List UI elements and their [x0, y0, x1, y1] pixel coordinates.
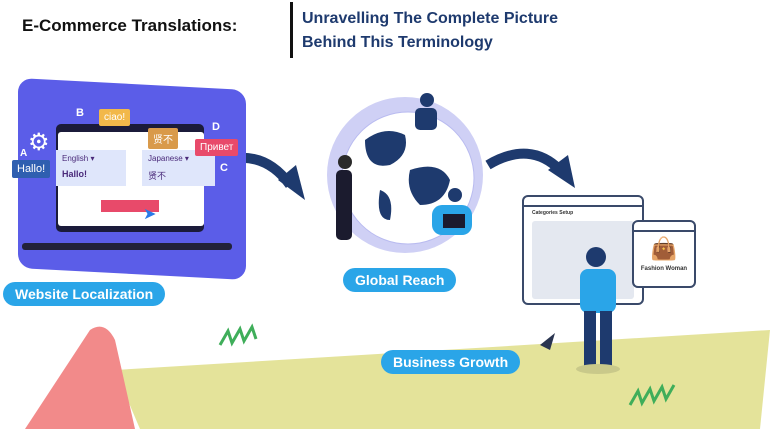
ciao-tag: ciao! — [99, 109, 131, 126]
english-value: Hallo! — [62, 169, 88, 179]
arrow-2-head — [548, 155, 575, 188]
laptop-base — [22, 243, 232, 250]
letter-a: A — [20, 148, 28, 159]
letter-d: D — [212, 121, 220, 133]
global-reach-label: Global Reach — [343, 268, 457, 292]
person-top — [420, 93, 434, 107]
paper-plane-icon — [540, 333, 555, 350]
privet-tag: Привет — [195, 139, 239, 156]
window-titlebar — [524, 197, 642, 207]
yellow-band — [115, 330, 770, 429]
product-window: 👜 Fashion Woman — [632, 220, 696, 288]
english-label: English ▾ — [62, 154, 95, 163]
window-titlebar — [634, 222, 694, 232]
categories-window: Categories Setup — [522, 195, 644, 305]
english-panel[interactable]: English ▾ Hallo! — [56, 150, 126, 186]
arrow-2 — [485, 148, 564, 174]
business-growth-label: Business Growth — [381, 350, 521, 374]
person-right — [448, 188, 462, 202]
person-top-body — [415, 108, 437, 130]
person-left-body — [336, 170, 352, 240]
product-label: Fashion Woman — [640, 266, 688, 272]
japanese-value: 贤不 — [148, 171, 167, 181]
arrow-1-head — [278, 165, 305, 200]
website-localization-label: Website Localization — [3, 282, 166, 306]
japanese-label: Japanese ▾ — [148, 154, 189, 163]
globe-continents — [365, 131, 450, 220]
cursor-icon: ➤ — [143, 206, 157, 223]
pink-triangle — [25, 326, 135, 429]
title-divider — [290, 2, 293, 58]
letter-b: B — [76, 107, 84, 119]
gear-icon: ⚙ — [28, 129, 50, 156]
japanese-panel[interactable]: Japanese ▾ 贤不 — [142, 150, 215, 186]
title-line-2: Behind This Terminology — [302, 34, 493, 51]
green-squiggle — [628, 383, 676, 407]
title-left: E-Commerce Translations: — [22, 16, 238, 35]
handbag-icon: 👜 — [650, 236, 678, 261]
green-squiggle — [218, 323, 258, 347]
letter-c: C — [220, 162, 228, 174]
man-illustration — [576, 247, 620, 374]
title-right: Unravelling The Complete Picture Behind … — [302, 7, 558, 55]
translate-button[interactable] — [101, 200, 159, 212]
title-line-1: Unravelling The Complete Picture — [302, 10, 559, 27]
categories-title: Categories Setup — [532, 210, 574, 216]
laptop — [443, 214, 465, 228]
person-left — [338, 155, 352, 169]
jp-tag: 贤不 — [148, 128, 178, 149]
hallo-tag: Hallo! — [12, 160, 51, 178]
